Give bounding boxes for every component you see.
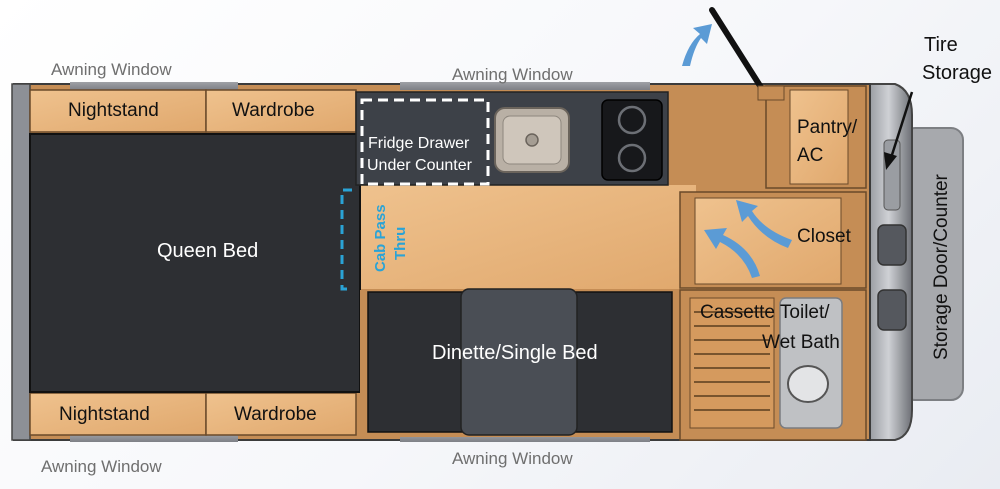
toilet-label-2: Wet Bath <box>762 332 840 353</box>
cab-pass-thru-label-2: Thru <box>392 226 409 260</box>
entry-door <box>709 7 767 95</box>
dinette-bench-left <box>367 291 465 433</box>
arrow-icon <box>682 24 712 66</box>
wardrobe-bottom <box>205 392 357 436</box>
awning-window-label-bottom-left: Awning Window <box>41 457 162 476</box>
burner-bottom <box>617 143 647 173</box>
shower-floor <box>689 297 775 429</box>
pantry-label-1: Pantry/ <box>797 117 858 138</box>
shower-slats <box>694 311 770 411</box>
awning-window-label-bottom-mid: Awning Window <box>452 449 573 468</box>
cab-pass-thru-outline <box>340 188 352 291</box>
cooktop <box>601 99 663 181</box>
arrow-icon <box>704 228 760 278</box>
dinette-bench-right <box>575 291 673 433</box>
tire-storage-bin-top <box>877 224 907 266</box>
queen-bed <box>29 133 361 393</box>
nightstand-top <box>29 89 207 133</box>
nightstand-bottom-label: Nightstand <box>59 404 150 425</box>
awning-window-glass-bottom-mid <box>400 434 650 442</box>
pantry-label-2: AC <box>797 145 824 166</box>
fridge-drawer-label-1: Fridge Drawer <box>368 135 470 152</box>
wardrobe-top <box>205 89 357 133</box>
fridge-drawer-outline <box>360 98 490 186</box>
awning-window-label-top-mid: Awning Window <box>452 65 573 84</box>
tire-storage-label-1: Tire <box>924 34 958 56</box>
aisle-floor <box>356 185 696 289</box>
arrow-icon <box>736 200 792 248</box>
toilet-seat <box>787 365 829 403</box>
nightstand-top-label: Nightstand <box>68 100 159 121</box>
tire-storage-label-2: Storage <box>922 62 993 84</box>
awning-window-glass-top-mid <box>400 82 650 90</box>
tire-storage-pointer <box>889 91 914 159</box>
front-wall-channel <box>883 139 901 211</box>
dinette-table <box>460 288 578 436</box>
wardrobe-top-label: Wardrobe <box>232 100 315 121</box>
burner-top <box>617 105 647 135</box>
closet-label: Closet <box>797 226 851 247</box>
queen-bed-label: Queen Bed <box>157 240 259 262</box>
cab-pass-thru-label-1: Cab Pass <box>372 204 389 272</box>
sink-drain <box>525 133 539 147</box>
pantry-shelf <box>789 89 849 185</box>
awning-window-glass-top-left <box>70 82 238 90</box>
pointer-arrowhead-icon <box>884 152 897 170</box>
rear-wall <box>11 83 31 441</box>
dinette-label: Dinette/Single Bed <box>432 342 598 364</box>
storage-door-counter-label: Storage Door/Counter <box>931 174 952 360</box>
fridge-drawer-label-2: Under Counter <box>367 157 472 174</box>
wardrobe-bottom-label: Wardrobe <box>234 404 317 425</box>
awning-window-glass-bottom-left <box>70 434 238 442</box>
tire-storage-bin-mid <box>877 289 907 331</box>
awning-window-label-top-left: Awning Window <box>51 60 172 79</box>
toilet-label-1: Cassette Toilet/ <box>700 302 830 323</box>
door-threshold <box>757 85 785 101</box>
